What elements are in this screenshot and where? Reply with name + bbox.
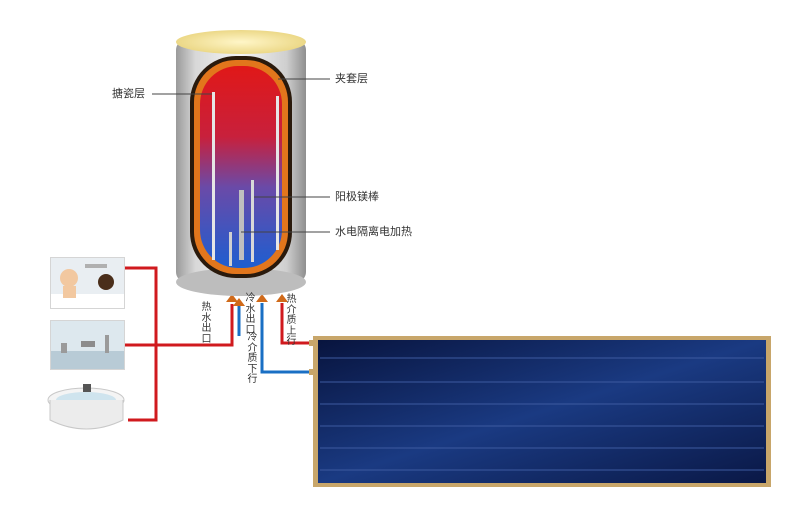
label-enamel-layer: 搪瓷层 <box>112 87 145 100</box>
cold-pipes <box>237 303 312 374</box>
label-magnesium-rod: 阳极镁棒 <box>335 190 379 203</box>
fixture-photo-bathing-child <box>50 257 125 309</box>
label-cold-medium-down: 冷介质下行 <box>247 332 258 385</box>
label-hot-water-out: 热水出口 <box>201 302 212 345</box>
solar-collector <box>309 336 771 487</box>
hot-pipes <box>123 266 312 422</box>
child-bathing-icon <box>51 264 124 308</box>
faucet-shower-icon <box>51 335 124 369</box>
fixture-photo-faucets <box>50 320 125 370</box>
label-cold-water-in: 冷水出口 <box>245 293 256 336</box>
label-electric-heater: 水电隔离电加热 <box>335 225 412 238</box>
bathtub-icon <box>47 384 125 430</box>
water-tank <box>176 30 306 296</box>
fixture-photo-bathtub <box>45 378 128 434</box>
flow-arrows <box>226 294 288 306</box>
leader-lines <box>152 78 330 233</box>
label-hot-medium-up: 热介质上行 <box>286 294 297 347</box>
label-jacket-layer: 夹套层 <box>335 72 368 85</box>
